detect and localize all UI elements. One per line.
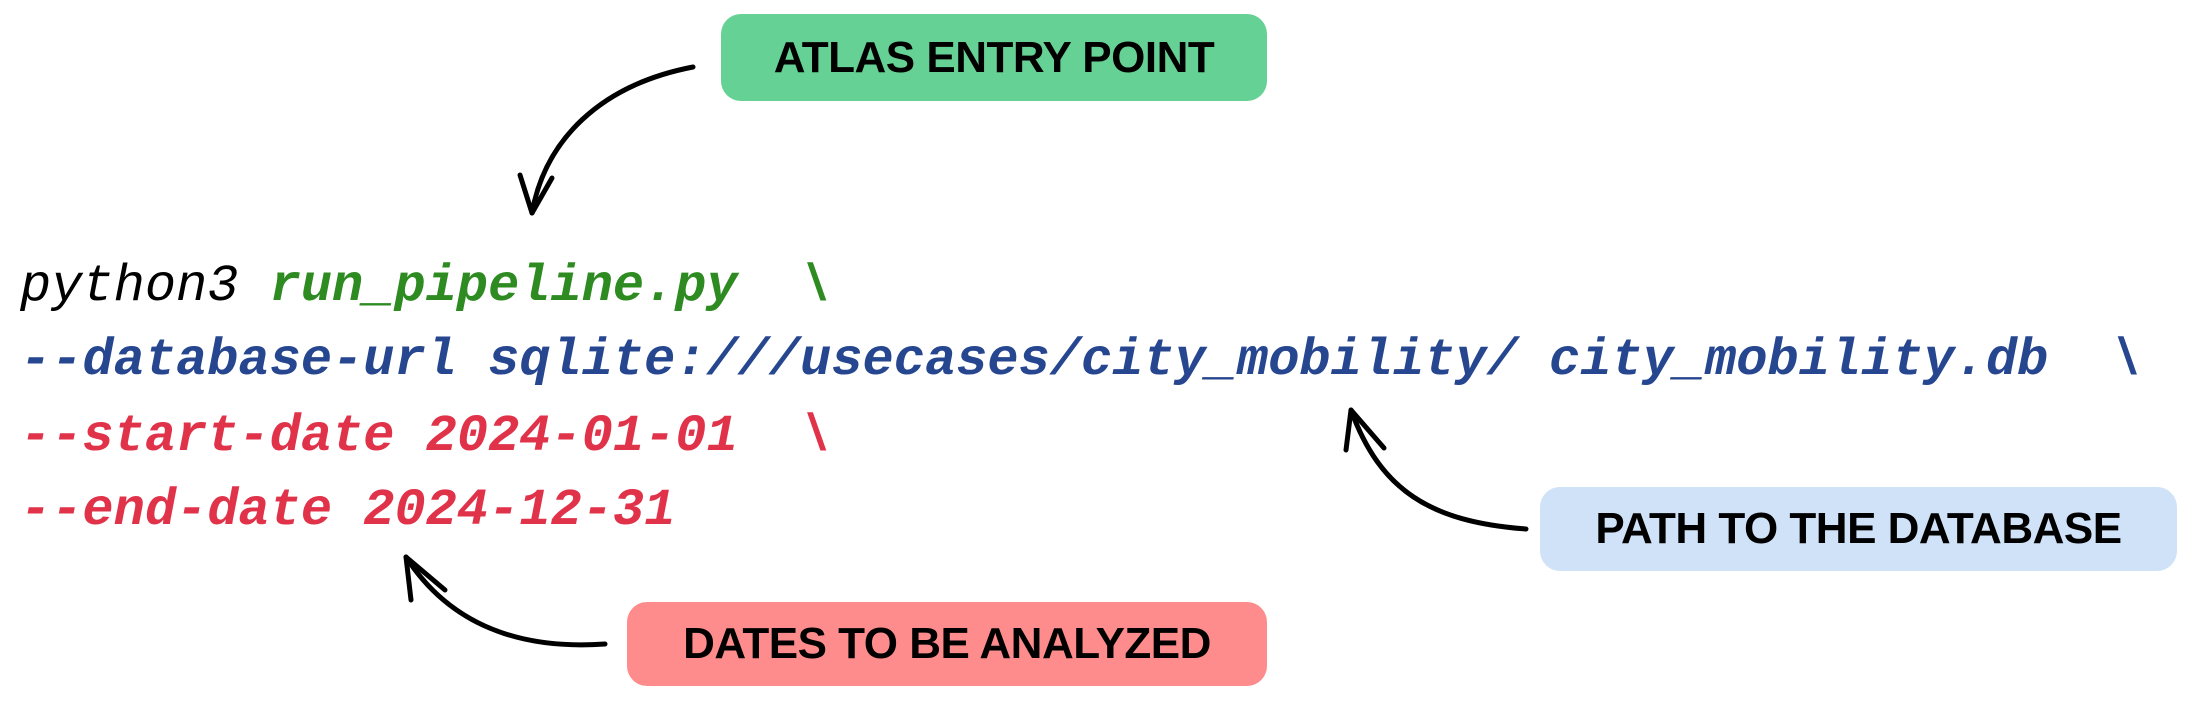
code-line-python: python3 run_pipeline.py \ bbox=[20, 257, 831, 317]
arrow-entry-point bbox=[517, 64, 696, 216]
dates-label: DATES TO BE ANALYZED bbox=[627, 602, 1267, 686]
arrow-database-path bbox=[1343, 407, 1529, 532]
python-command: python3 bbox=[20, 257, 270, 316]
database-path-label: PATH TO THE DATABASE bbox=[1540, 487, 2177, 571]
entry-point-label: ATLAS ENTRY POINT bbox=[721, 14, 1267, 101]
code-line-start-date: --start-date 2024-01-01 \ bbox=[20, 407, 832, 466]
arrow-dates bbox=[403, 554, 608, 648]
entry-script: run_pipeline.py \ bbox=[269, 257, 832, 316]
code-line-database-url: --database-url sqlite:///usecases/city_m… bbox=[20, 331, 2142, 390]
code-line-end-date: --end-date 2024-12-31 bbox=[20, 481, 676, 540]
